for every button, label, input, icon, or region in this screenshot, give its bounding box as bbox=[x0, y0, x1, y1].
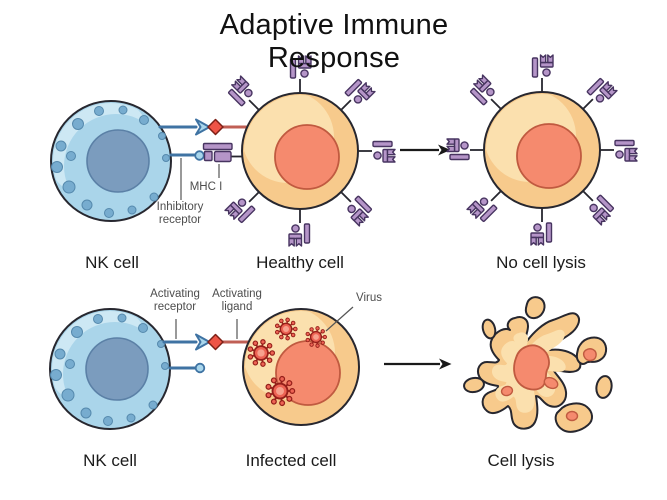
inhibitory-receptor bbox=[169, 150, 205, 161]
mhc-receptor-ring bbox=[446, 54, 638, 246]
cell-fragment bbox=[481, 318, 497, 340]
inhibitory-receptor-label: Inhibitory receptor bbox=[156, 201, 204, 226]
cell-fragment bbox=[463, 376, 485, 394]
virus-callout-line bbox=[325, 306, 354, 332]
cell-fragment bbox=[595, 375, 613, 399]
no-lysis-label: No cell lysis bbox=[496, 253, 586, 272]
arrow-right-icon bbox=[384, 358, 452, 370]
no-lysis-cell bbox=[446, 54, 638, 246]
mhc-i-receptor-icon bbox=[288, 223, 311, 247]
nk-cell-label-bottom: NK cell bbox=[83, 451, 137, 470]
mhc-i-receptor-icon bbox=[531, 54, 554, 78]
unbound-inhibitory-receptor bbox=[168, 362, 206, 374]
lysed-cell bbox=[463, 296, 613, 433]
mhc-receptor-ring bbox=[224, 55, 396, 247]
activating-ligand bbox=[207, 333, 249, 351]
infected-cell-label: Infected cell bbox=[245, 451, 337, 470]
mhc-i-receptor-icon bbox=[372, 140, 396, 163]
arrow-right-icon bbox=[400, 144, 451, 156]
fragment-nucleus-bit bbox=[565, 410, 579, 422]
page-title: Adaptive Immune Response bbox=[219, 9, 449, 74]
activating-receptor bbox=[162, 333, 211, 351]
healthy-cell bbox=[224, 55, 396, 247]
mhc-label: MHC I bbox=[189, 181, 223, 193]
cell-lysis-label: Cell lysis bbox=[487, 451, 555, 470]
mhc-i-receptor-icon bbox=[614, 139, 638, 162]
healthy-cell-label: Healthy cell bbox=[256, 253, 344, 272]
bound-mhc-complex bbox=[202, 142, 244, 163]
nk-cell-bottom bbox=[43, 300, 170, 429]
activating-receptor-label: Activating receptor bbox=[150, 288, 200, 313]
virus-label: Virus bbox=[356, 292, 382, 304]
activating-receptor-top bbox=[158, 118, 211, 136]
mhc-i-receptor-icon bbox=[446, 138, 470, 161]
nk-cell-label-top: NK cell bbox=[85, 253, 139, 272]
lysed-nucleus bbox=[513, 344, 550, 391]
fragment-nucleus-bit bbox=[582, 348, 597, 362]
nk-cell-top bbox=[44, 92, 171, 221]
activating-ligand-top bbox=[207, 118, 248, 136]
mhc-i-receptor-icon bbox=[530, 222, 553, 246]
infected-cell bbox=[243, 307, 359, 425]
activating-ligand-label: Activating ligand bbox=[212, 288, 262, 313]
cell-fragment bbox=[524, 296, 546, 320]
